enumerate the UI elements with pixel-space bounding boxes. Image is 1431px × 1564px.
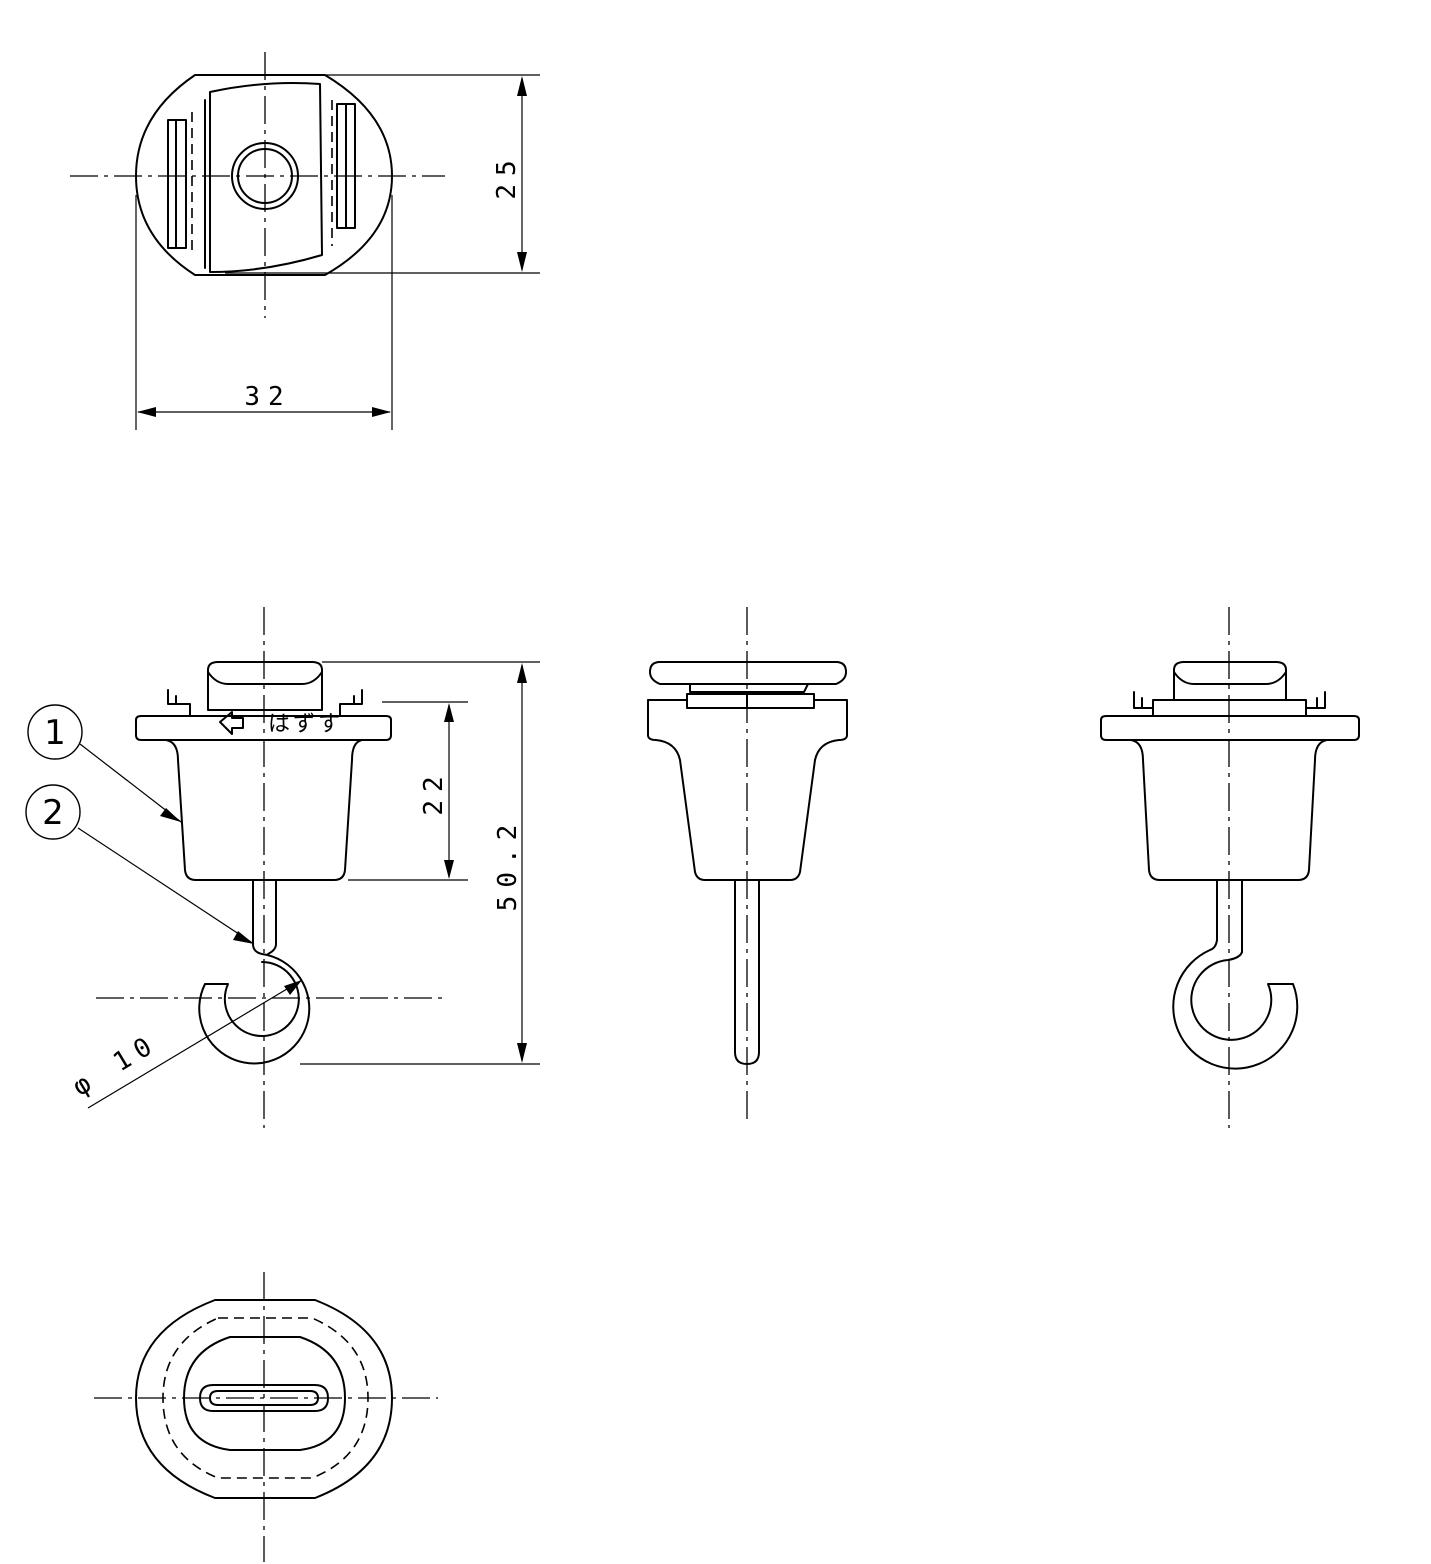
part-number-1: 1	[44, 713, 66, 753]
front-view: はずす 22 50.2 φ 10 1 2	[25, 607, 540, 1128]
part-balloon-2: 2	[25, 784, 255, 945]
part-number-2: 2	[42, 793, 64, 833]
left-arrow-icon	[219, 711, 244, 735]
dim-overall-height: 50.2	[493, 817, 523, 912]
top-view: 25 32	[70, 52, 540, 430]
side-view	[647, 607, 848, 1122]
dim-top-height: 25	[492, 152, 522, 199]
release-label: はずす	[268, 712, 343, 737]
bottom-view	[94, 1272, 438, 1562]
dim-body-height: 22	[419, 768, 449, 815]
rear-view	[1100, 607, 1360, 1128]
dim-top-width: 32	[244, 382, 291, 412]
part-balloon-1: 1	[27, 704, 182, 823]
